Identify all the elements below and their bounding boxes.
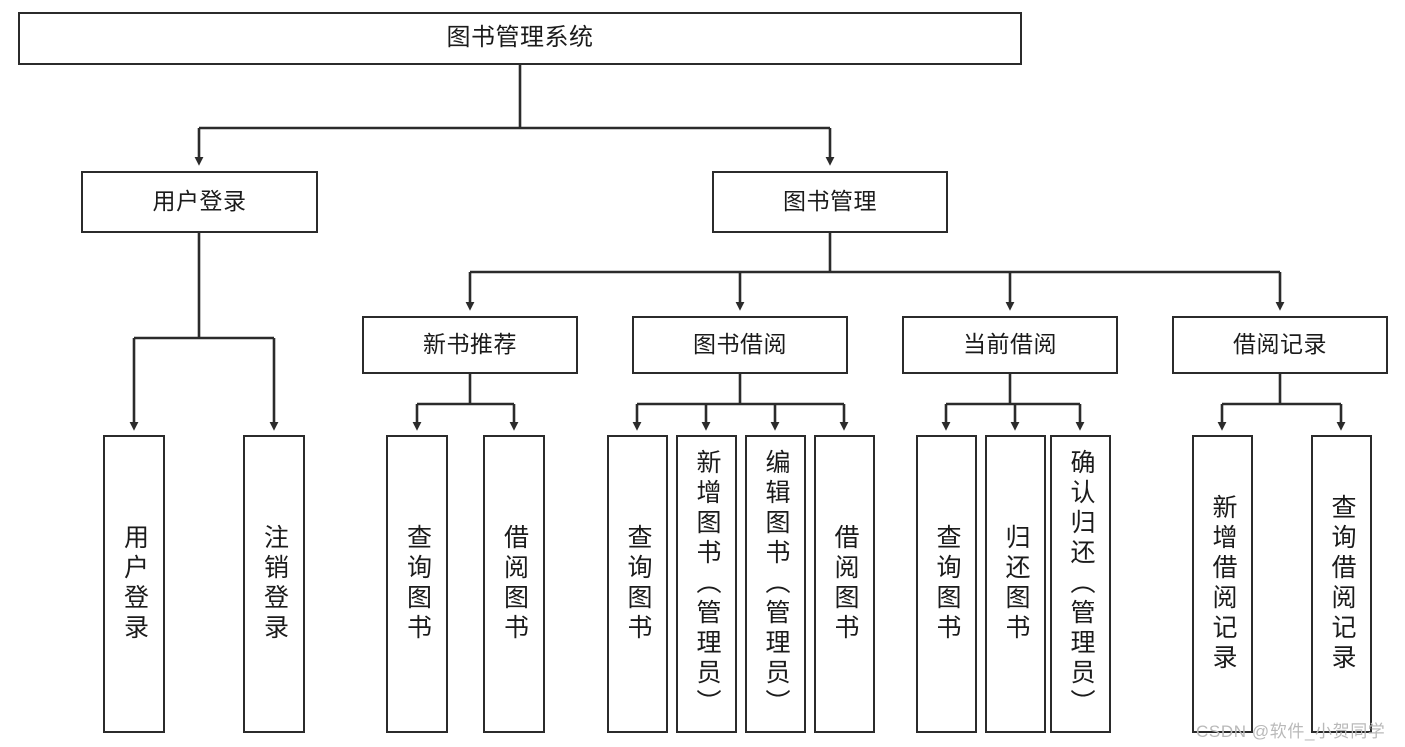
leaf-return-book[interactable]: 归还图书 bbox=[985, 435, 1046, 733]
node-current-borrow[interactable]: 当前借阅 bbox=[902, 316, 1118, 374]
leaf-add-borrow-record[interactable]: 新增借阅记录 bbox=[1192, 435, 1253, 733]
node-label: 查询借阅记录 bbox=[1328, 494, 1356, 674]
node-label: 图书借阅 bbox=[693, 331, 787, 358]
node-borrow-record[interactable]: 借阅记录 bbox=[1172, 316, 1388, 374]
leaf-add-book-admin[interactable]: 新增图书（管理员） bbox=[676, 435, 737, 733]
node-label: 借阅图书 bbox=[500, 524, 529, 644]
leaf-edit-book-admin[interactable]: 编辑图书（管理员） bbox=[745, 435, 806, 733]
node-label: 查询图书 bbox=[403, 524, 432, 644]
node-book-borrow[interactable]: 图书借阅 bbox=[632, 316, 848, 374]
node-label: 查询图书 bbox=[933, 524, 961, 644]
node-label: 编辑图书（管理员） bbox=[762, 449, 790, 719]
node-label: 新增借阅记录 bbox=[1209, 494, 1237, 674]
leaf-user-login[interactable]: 用户登录 bbox=[103, 435, 165, 733]
csdn-watermark: CSDN @软件_小贺同学 bbox=[1196, 722, 1386, 741]
node-label: 归还图书 bbox=[1002, 524, 1030, 644]
node-root-book-management-system[interactable]: 图书管理系统 bbox=[18, 12, 1022, 65]
node-label: 借阅记录 bbox=[1233, 331, 1327, 358]
node-book-management[interactable]: 图书管理 bbox=[712, 171, 948, 233]
leaf-query-book-borrow[interactable]: 查询图书 bbox=[607, 435, 668, 733]
node-label: 确认归还（管理员） bbox=[1067, 449, 1095, 719]
node-label: 新增图书（管理员） bbox=[693, 449, 721, 719]
node-new-book-recommend[interactable]: 新书推荐 bbox=[362, 316, 578, 374]
leaf-query-book-current[interactable]: 查询图书 bbox=[916, 435, 977, 733]
node-label: 注销登录 bbox=[260, 524, 289, 644]
node-label: 用户登录 bbox=[120, 524, 149, 644]
node-label: 用户登录 bbox=[152, 188, 247, 215]
leaf-query-book-recommend[interactable]: 查询图书 bbox=[386, 435, 448, 733]
node-label: 图书管理 bbox=[783, 188, 877, 215]
leaf-borrow-book-recommend[interactable]: 借阅图书 bbox=[483, 435, 545, 733]
node-label: 新书推荐 bbox=[423, 331, 517, 358]
leaf-user-logout[interactable]: 注销登录 bbox=[243, 435, 305, 733]
node-user-login[interactable]: 用户登录 bbox=[81, 171, 318, 233]
node-label: 图书管理系统 bbox=[446, 24, 594, 52]
node-label: 查询图书 bbox=[624, 524, 652, 644]
leaf-borrow-book[interactable]: 借阅图书 bbox=[814, 435, 875, 733]
node-label: 当前借阅 bbox=[963, 331, 1057, 358]
leaf-query-borrow-record[interactable]: 查询借阅记录 bbox=[1311, 435, 1372, 733]
leaf-confirm-return-admin[interactable]: 确认归还（管理员） bbox=[1050, 435, 1111, 733]
node-label: 借阅图书 bbox=[831, 524, 859, 644]
